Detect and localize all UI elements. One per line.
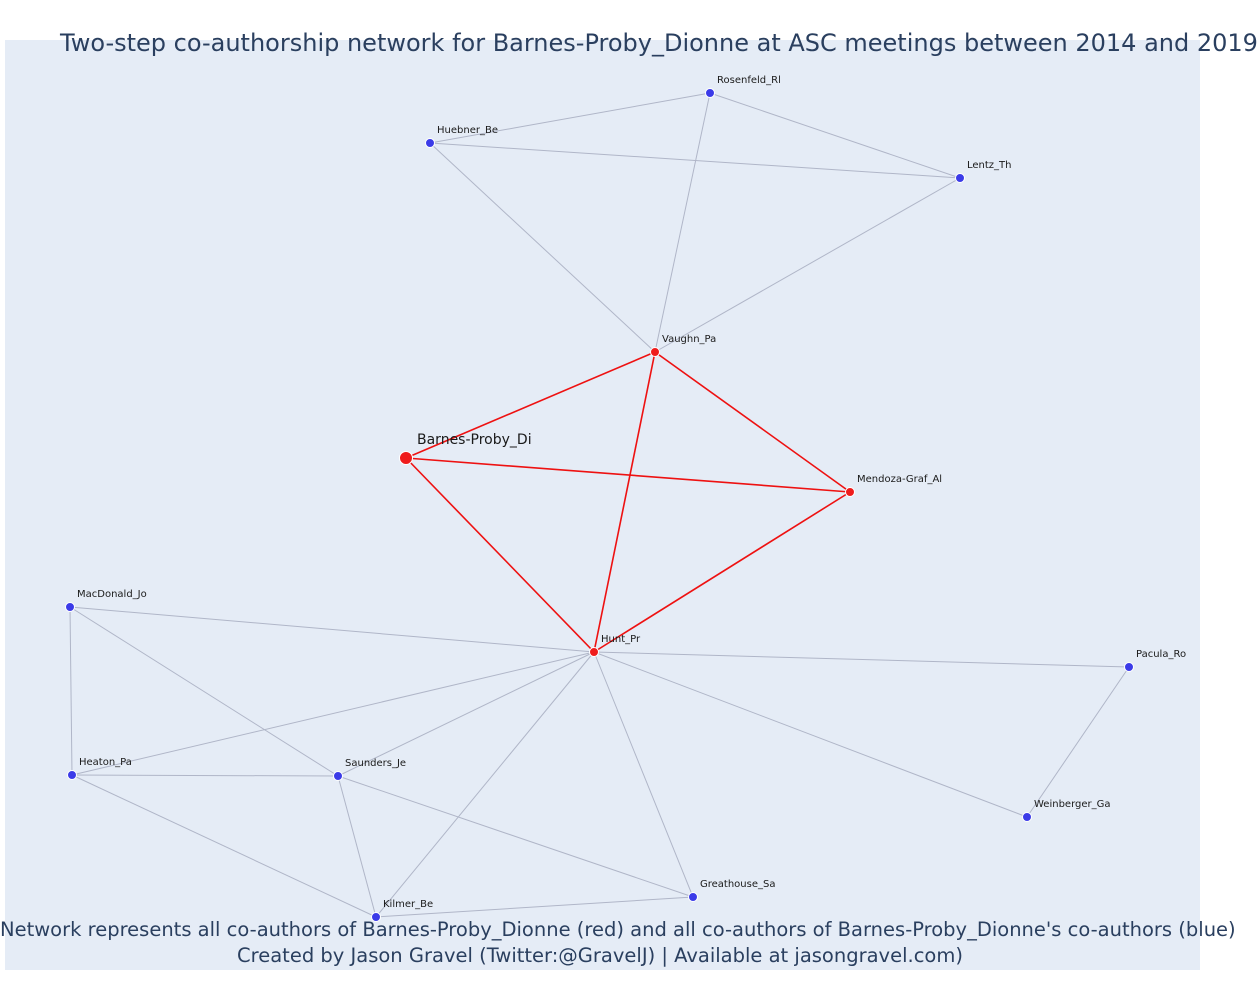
node-marker[interactable] [333, 771, 343, 781]
node-marker[interactable] [399, 451, 413, 465]
node-label: Lentz_Th [967, 160, 1012, 171]
node-label: Greathouse_Sa [700, 879, 775, 890]
node-kilmer-be[interactable]: Kilmer_Be [371, 899, 434, 922]
node-pacula-ro[interactable]: Pacula_Ro [1124, 649, 1187, 672]
edge-mendoza-graf-al-hunt-pr [593, 491, 851, 653]
node-saunders-je[interactable]: Saunders_Je [333, 758, 407, 781]
node-greathouse-sa[interactable]: Greathouse_Sa [688, 879, 776, 902]
node-layer: Barnes-Proby_DiVaughn_PaMendoza-Graf_AlH… [65, 75, 1187, 922]
edge-macdonald-jo-hunt-pr [69, 606, 595, 653]
edge-layer [69, 92, 1130, 918]
edge-lentz-th-vaughn-pa [654, 177, 961, 353]
node-label: Weinberger_Ga [1034, 799, 1111, 810]
node-marker[interactable] [650, 347, 660, 357]
edge-vaughn-pa-mendoza-graf-al [654, 351, 851, 493]
edge-macdonald-jo-saunders-je [69, 606, 339, 777]
node-marker[interactable] [705, 88, 715, 98]
edge-heaton-pa-hunt-pr [71, 651, 595, 776]
edge-rosenfeld-rl-lentz-th [709, 92, 961, 179]
plot-area [5, 40, 1200, 970]
node-marker[interactable] [371, 912, 381, 922]
edge-barnes-proby-di-mendoza-graf-al [405, 457, 851, 493]
node-hunt-pr[interactable]: Hunt_Pr [589, 634, 641, 657]
edge-rosenfeld-rl-vaughn-pa [654, 92, 711, 353]
node-weinberger-ga[interactable]: Weinberger_Ga [1022, 799, 1111, 822]
edge-huebner-be-vaughn-pa [429, 142, 656, 353]
node-huebner-be[interactable]: Huebner_Be [425, 125, 498, 148]
node-label: Hunt_Pr [601, 634, 641, 645]
edge-huebner-be-rosenfeld-rl [429, 92, 711, 144]
node-marker[interactable] [688, 892, 698, 902]
edge-vaughn-pa-hunt-pr [593, 351, 656, 653]
node-label: Vaughn_Pa [662, 334, 716, 345]
edge-huebner-be-lentz-th [429, 142, 961, 179]
edge-pacula-ro-weinberger-ga [1026, 666, 1130, 818]
edge-hunt-pr-weinberger-ga [593, 651, 1028, 818]
node-marker[interactable] [955, 173, 965, 183]
node-marker[interactable] [589, 647, 599, 657]
node-vaughn-pa[interactable]: Vaughn_Pa [650, 334, 717, 357]
edge-greathouse-sa-hunt-pr [593, 651, 694, 898]
node-label: Huebner_Be [437, 125, 498, 136]
node-marker[interactable] [67, 770, 77, 780]
edge-kilmer-be-greathouse-sa [375, 896, 694, 918]
node-label: Pacula_Ro [1136, 649, 1186, 660]
edge-heaton-pa-kilmer-be [71, 774, 377, 918]
chart-title: Two-step co-authorship network for Barne… [60, 29, 1258, 57]
node-heaton-pa[interactable]: Heaton_Pa [67, 757, 132, 780]
caption-credit: Created by Jason Gravel (Twitter:@Gravel… [237, 944, 963, 967]
node-lentz-th[interactable]: Lentz_Th [955, 160, 1012, 183]
node-label: Heaton_Pa [79, 757, 132, 768]
node-rosenfeld-rl[interactable]: Rosenfeld_Rl [705, 75, 781, 98]
node-macdonald-jo[interactable]: MacDonald_Jo [65, 589, 147, 612]
edge-heaton-pa-saunders-je [71, 774, 339, 777]
edge-kilmer-be-hunt-pr [375, 651, 595, 918]
node-label: Rosenfeld_Rl [717, 75, 781, 86]
edge-saunders-je-kilmer-be [337, 775, 377, 918]
edge-barnes-proby-di-vaughn-pa [405, 351, 656, 459]
node-marker[interactable] [1124, 662, 1134, 672]
node-marker[interactable] [845, 487, 855, 497]
edge-saunders-je-greathouse-sa [337, 775, 694, 898]
edge-saunders-je-hunt-pr [337, 651, 595, 777]
node-label: Kilmer_Be [383, 899, 433, 910]
node-marker[interactable] [425, 138, 435, 148]
node-label: Saunders_Je [345, 758, 406, 769]
edge-macdonald-jo-heaton-pa [69, 606, 73, 776]
edge-barnes-proby-di-hunt-pr [405, 457, 595, 653]
node-label: MacDonald_Jo [77, 589, 147, 600]
node-marker[interactable] [65, 602, 75, 612]
node-label: Mendoza-Graf_Al [857, 474, 942, 485]
edge-hunt-pr-pacula-ro [593, 651, 1130, 668]
node-mendoza-graf-al[interactable]: Mendoza-Graf_Al [845, 474, 943, 497]
network-graph: Barnes-Proby_DiVaughn_PaMendoza-Graf_AlH… [65, 75, 1187, 922]
node-barnes-proby-di[interactable]: Barnes-Proby_Di [399, 432, 532, 465]
node-marker[interactable] [1022, 812, 1032, 822]
caption-description: Network represents all co-authors of Bar… [0, 918, 1236, 941]
node-label: Barnes-Proby_Di [417, 432, 532, 448]
